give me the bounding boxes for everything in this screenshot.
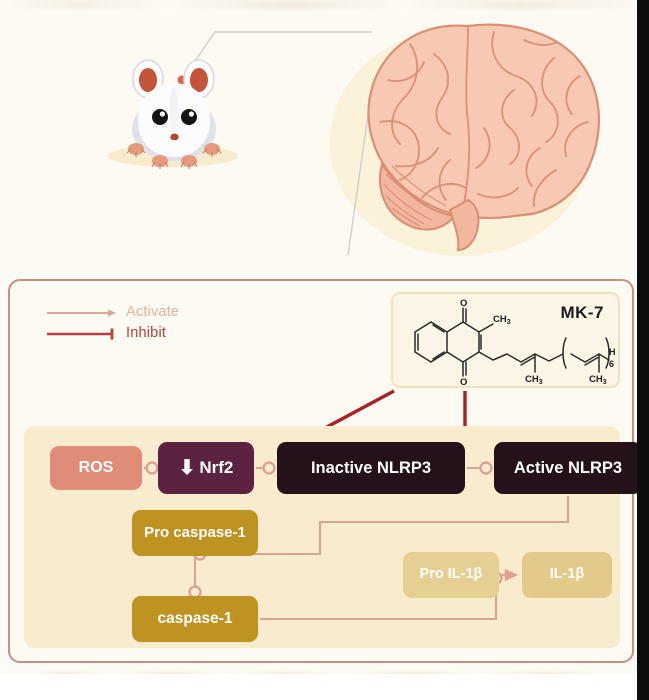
bottom-margin — [0, 674, 649, 700]
mk7-label: MK-7 — [560, 303, 604, 322]
legend-label-activate: Activate — [126, 304, 180, 320]
node-label-il-1b: IL-1β — [549, 566, 585, 583]
activate-arrow-icon — [46, 306, 118, 318]
mouse-icon — [100, 45, 250, 175]
node-caspase-1[interactable]: caspase-1 — [132, 596, 258, 642]
legend-item-activate: Activate — [46, 303, 236, 321]
repeat-index-label: 6 — [609, 359, 614, 369]
legend-item-inhibit: Inhibit — [46, 324, 236, 342]
node-label-nrf2: Nrf2 — [199, 457, 234, 477]
methyl-label-3: CH3 — [589, 374, 607, 386]
oxygen-label-top: O — [460, 298, 467, 309]
menaquinone-structure-icon: O O CH3 CH3 CH3 H 6 — [414, 298, 616, 388]
node-nrf2[interactable]: ⬇ Nrf2 — [158, 442, 254, 494]
inhibit-tbar-icon — [46, 327, 118, 340]
node-label-pro-caspase-1: Pro caspase-1 — [144, 523, 246, 541]
node-active-nlrp3[interactable]: Active NLRP3 — [494, 442, 642, 494]
node-label-ros: ROS — [78, 459, 114, 477]
methyl-label-2: CH3 — [525, 374, 543, 386]
brain-icon — [367, 23, 600, 252]
node-label-inactive-nlrp3: Inactive NLRP3 — [310, 458, 432, 477]
node-label-active-nlrp3: Active NLRP3 — [513, 458, 623, 477]
node-label-caspase-1: caspase-1 — [157, 610, 233, 628]
legend: Activate Inhibit — [46, 303, 236, 345]
node-pro-il-1b[interactable]: Pro IL-1β — [403, 552, 499, 598]
node-inactive-nlrp3[interactable]: Inactive NLRP3 — [277, 442, 465, 494]
mk7-compound-box: MK-7 — [391, 292, 620, 388]
pathway-panel: ROS ⬇ Nrf2 Inactive NLRP3 Active NLRP3 P… — [24, 426, 642, 648]
node-ros[interactable]: ROS — [50, 446, 142, 490]
node-pro-caspase-1[interactable]: Pro caspase-1 — [132, 510, 258, 556]
pathway-frame: Activate Inhibit MK-7 — [8, 279, 642, 663]
down-arrow-icon: ⬇ — [178, 457, 196, 479]
terminal-h-label: H — [609, 347, 616, 357]
oxygen-label-bottom: O — [460, 377, 467, 388]
node-il-1b[interactable]: IL-1β — [522, 552, 612, 598]
node-label-pro-il-1b: Pro IL-1β — [419, 566, 483, 583]
right-edge-strip — [637, 0, 649, 700]
methyl-label-1: CH3 — [493, 314, 511, 326]
legend-label-inhibit: Inhibit — [126, 325, 167, 341]
top-illustration-panel — [0, 0, 649, 272]
top-blurred-edge — [0, 0, 649, 9]
